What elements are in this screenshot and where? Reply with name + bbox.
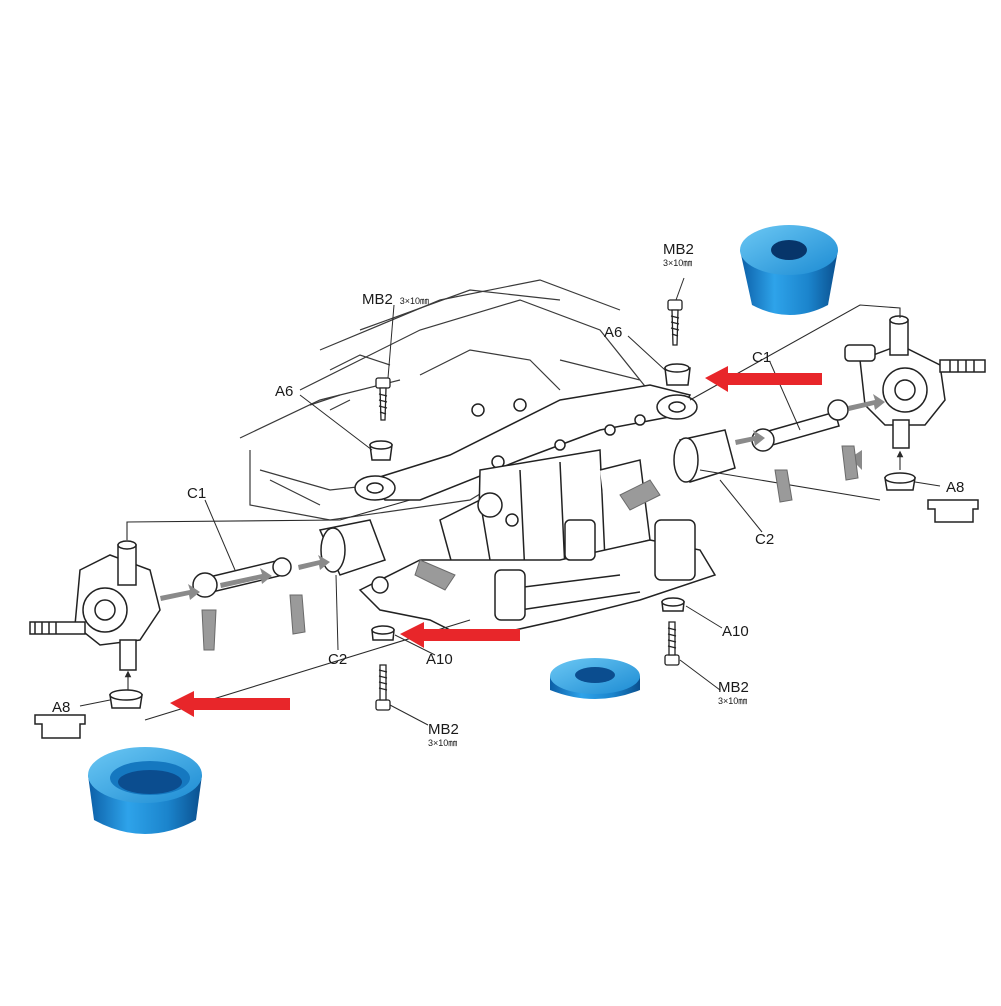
screws [375,299,683,711]
a6-spacers [369,363,691,461]
part-code: C2 [755,531,775,548]
part-code: C1 [187,485,207,502]
part-code: A10 [722,623,749,640]
gray-arrows [160,394,885,601]
red-arrows [170,366,822,717]
screw-icon [664,621,680,666]
red-arrow-icon [170,691,290,717]
label-c2-left: C2 [328,652,347,667]
label-a8-left: A8 [52,700,70,715]
label-mb2-bottom-center: MB2 3×10㎜ [428,722,459,748]
blue-aluminum-spacer-icon [740,225,838,315]
c2-drive-cups [318,429,736,576]
red-arrow-icon [400,622,520,648]
label-mb2-top-right: MB2 3×10㎜ [663,242,694,268]
part-code: A8 [946,479,965,496]
part-code: MB2 [362,291,393,308]
lower-plate [358,519,717,641]
part-code: C1 [752,349,772,366]
label-a6-left: A6 [275,384,293,399]
left-knuckle [29,540,161,671]
screw-icon [667,299,683,346]
screw-icon [375,377,391,421]
gray-grease-tube-icon [201,445,859,651]
blue-aluminum-spacer-icon [550,658,640,699]
blue-aluminum-spacer-icon [88,747,202,834]
red-arrow-icon [705,366,822,392]
part-dimension: 3×10㎜ [399,296,430,306]
label-a8-right: A8 [946,480,964,495]
part-dimension: 3×10㎜ [718,696,748,706]
part-code: A6 [604,324,623,341]
part-code: A8 [52,699,71,716]
part-code: MB2 [428,721,459,738]
part-code: C2 [328,651,348,668]
part-code: A6 [275,383,294,400]
part-dimension: 3×10㎜ [428,738,458,748]
upper-arm-mounts [354,394,698,501]
label-mb2-bottom-right: MB2 3×10㎜ [718,680,749,706]
small-spacers [109,472,916,709]
label-a10-right: A10 [722,624,749,639]
part-code: A10 [426,651,453,668]
part-dimension: 3×10㎜ [663,258,693,268]
label-c1-right: C1 [752,350,771,365]
screw-icon [375,664,391,711]
part-code: MB2 [663,241,694,258]
part-code: MB2 [718,679,749,696]
label-a6-right: A6 [604,325,622,340]
label-mb2-top-center: MB2 3×10㎜ [362,292,429,307]
label-c1-left: C1 [187,486,206,501]
label-c2-right: C2 [755,532,774,547]
label-a10-center: A10 [426,652,453,667]
a8-profile-outlines [34,499,979,739]
right-knuckle [844,315,986,449]
